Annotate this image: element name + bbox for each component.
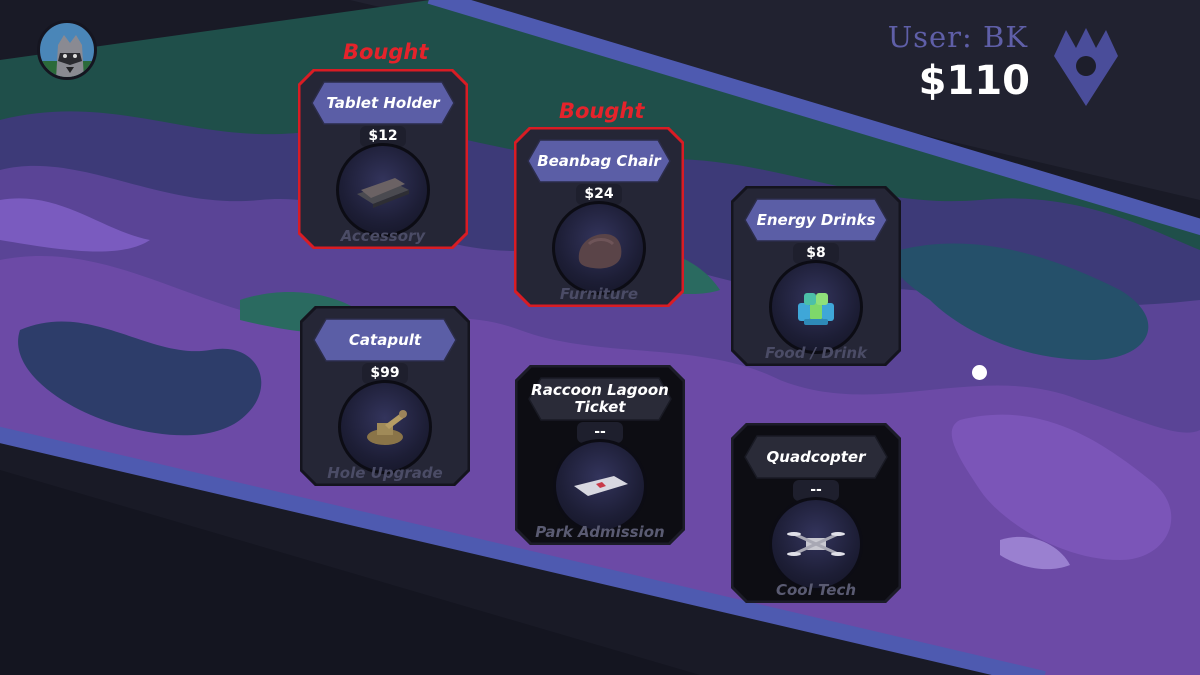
item-title: Energy Drinks — [756, 210, 876, 229]
energy-drinks-icon — [798, 293, 834, 325]
raccoon-avatar-icon — [40, 35, 94, 77]
shop-item-beanbag-chair[interactable]: Beanbag Chair $24 Furniture — [514, 127, 684, 307]
bought-label: Bought — [559, 99, 645, 123]
item-preview — [553, 439, 647, 533]
item-title: Beanbag Chair — [537, 151, 661, 170]
item-preview — [552, 201, 646, 295]
catapult-icon — [367, 410, 407, 445]
user-label: User: BK — [887, 20, 1028, 54]
shop-item-tablet-holder[interactable]: Tablet Holder $12 Accessory — [298, 69, 468, 249]
item-category: Accessory — [340, 227, 426, 245]
item-category: Cool Tech — [775, 581, 857, 599]
quadcopter-icon — [787, 532, 845, 556]
player-avatar[interactable] — [37, 20, 97, 80]
shop-item-catapult[interactable]: Catapult $99 Hole Upgrade — [300, 306, 470, 486]
park-emblem-icon — [1054, 28, 1118, 106]
item-title: Raccoon Lagoon Ticket — [531, 381, 669, 416]
shop-item-quadcopter[interactable]: Quadcopter -- Cool Tech — [731, 423, 901, 603]
item-category: Park Admission — [535, 523, 665, 541]
item-preview — [769, 497, 863, 591]
item-category: Hole Upgrade — [327, 464, 443, 482]
item-price: $24 — [576, 184, 622, 205]
item-price: $8 — [793, 243, 839, 264]
shop-item-energy-drinks[interactable]: Energy Drinks $8 Food / Drink — [731, 186, 901, 366]
item-category: Furniture — [559, 285, 639, 303]
tablet-holder-icon — [357, 178, 409, 208]
item-title: Tablet Holder — [326, 93, 440, 112]
item-preview — [336, 143, 430, 237]
item-preview — [769, 260, 863, 354]
item-price: -- — [577, 422, 623, 443]
item-title: Catapult — [348, 330, 422, 349]
item-category: Food / Drink — [765, 344, 867, 362]
shop-item-raccoon-lagoon-ticket[interactable]: Raccoon Lagoon Ticket -- Park Admission — [515, 365, 685, 545]
beanbag-icon — [578, 234, 622, 269]
item-price: -- — [793, 480, 839, 501]
item-price: $99 — [362, 363, 408, 384]
money-balance: $110 — [918, 58, 1030, 104]
bought-label: Bought — [343, 40, 429, 64]
cursor-dot — [972, 365, 987, 380]
item-title: Quadcopter — [766, 447, 866, 466]
item-preview — [338, 380, 432, 474]
item-price: $12 — [360, 126, 406, 147]
ticket-icon — [574, 476, 628, 496]
